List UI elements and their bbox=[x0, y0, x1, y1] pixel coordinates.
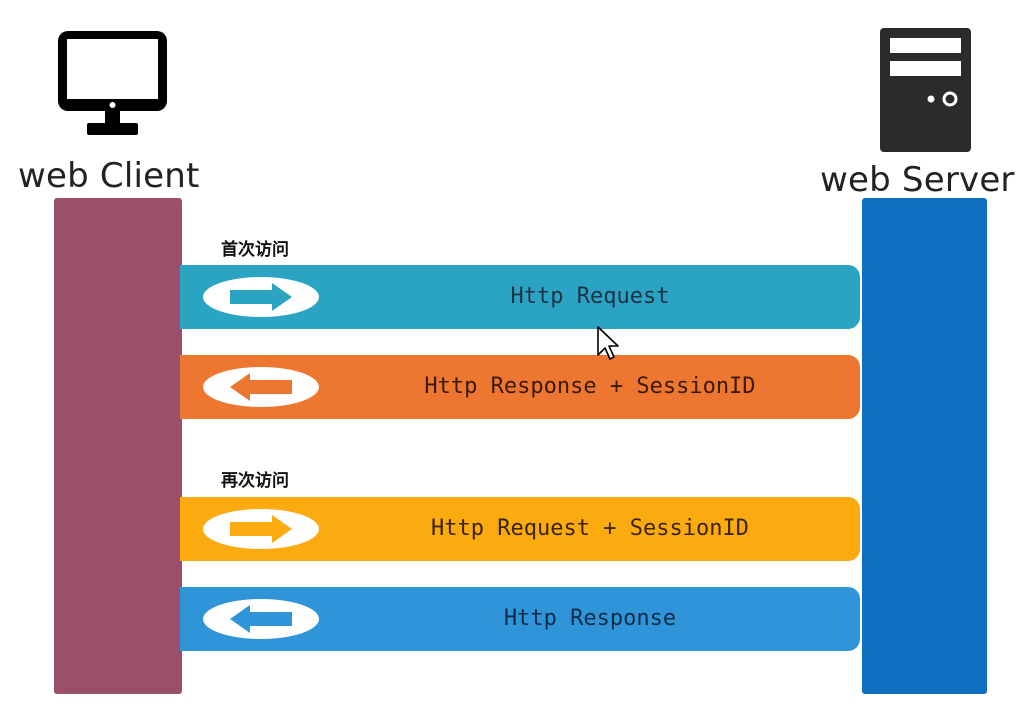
message-bar-request: Http Request bbox=[180, 265, 860, 329]
arrow-left-icon bbox=[203, 599, 319, 639]
arrow-right-icon bbox=[203, 509, 319, 549]
client-label: web Client bbox=[18, 156, 200, 196]
first-visit-label: 首次访问 bbox=[221, 240, 289, 260]
second-visit-label: 再次访问 bbox=[221, 471, 289, 491]
server-label: web Server bbox=[820, 160, 1015, 200]
monitor-icon bbox=[58, 31, 167, 135]
arrow-left-icon bbox=[203, 367, 319, 407]
message-bar-response: Http Response bbox=[180, 587, 860, 651]
message-text: Http Response bbox=[503, 606, 677, 631]
client-lifeline bbox=[54, 198, 182, 694]
message-bar-request-session: Http Request + SessionID bbox=[180, 497, 860, 561]
mouse-pointer-icon bbox=[597, 326, 619, 360]
arrow-right-icon bbox=[203, 277, 319, 317]
message-text: Http Response + SessionID bbox=[424, 374, 756, 399]
server-tower-icon bbox=[880, 28, 971, 152]
message-bar-response-session: Http Response + SessionID bbox=[180, 355, 860, 419]
message-text: Http Request + SessionID bbox=[431, 516, 749, 541]
message-text: Http Request bbox=[510, 284, 670, 309]
server-lifeline bbox=[862, 198, 987, 694]
